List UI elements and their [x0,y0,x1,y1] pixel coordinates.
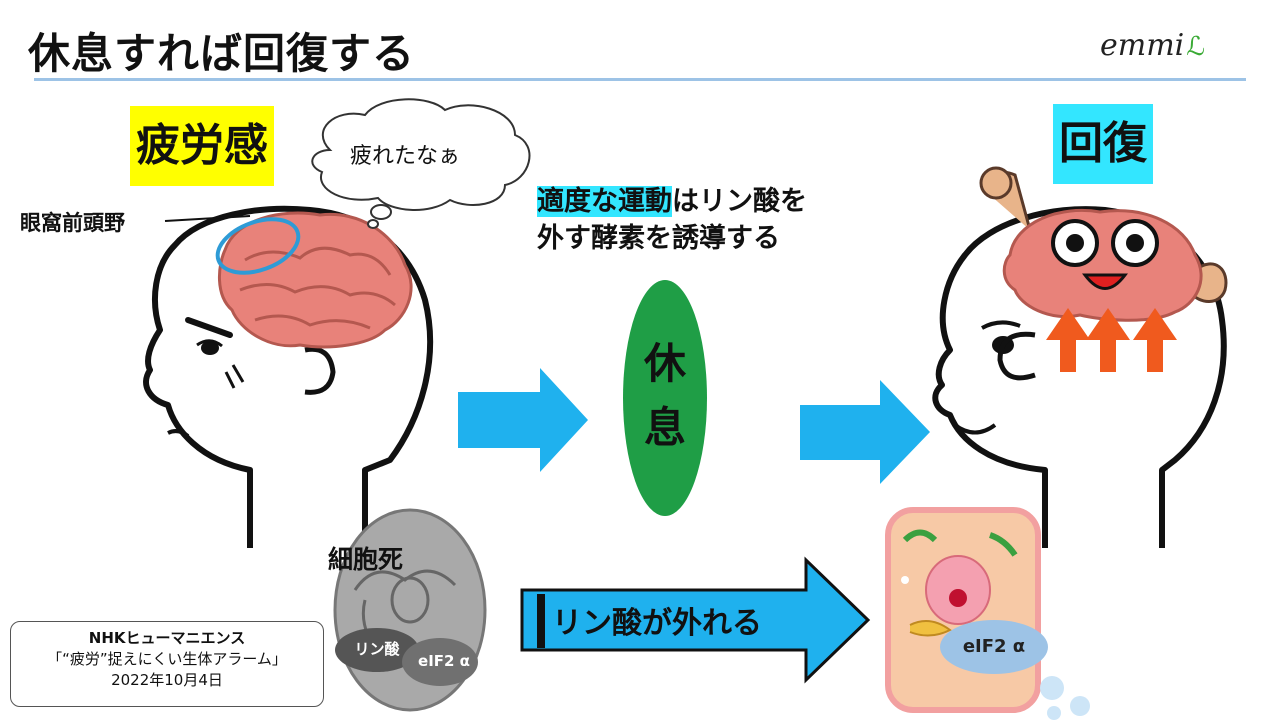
rest-label: 休息 [640,332,690,460]
explanation-line2: 外す酵素を誘導する [537,223,780,254]
left-head-silhouette-icon [143,205,434,548]
bubble-2 [1070,696,1090,716]
thought-text: 疲れたなぁ [350,144,461,169]
eif-left-label: eIF2 α [418,652,470,670]
fist-icon [979,166,1013,200]
rest-char-2: 息 [643,403,686,452]
reference-line-1: NHKヒューマニエンス [88,629,246,647]
thought-bubble-icon [311,98,531,229]
arrow-to-rest [458,368,588,472]
ofc-label: 眼窩前頭野 [20,211,125,235]
ofc-highlight-circle [215,217,301,275]
title-underline [34,78,1246,81]
reference-box: NHKヒューマニエンス 「“疲労”捉えにくい生体アラーム」 2022年10月4日 [10,621,324,707]
phosphate-pill: リン酸 [354,640,400,658]
healthy-cell-icon [885,507,1041,713]
eif-right-label: eIF2 α [940,620,1048,674]
emmi-logo: emmiℒ [1100,28,1205,63]
arrow-to-recovery [800,380,930,484]
logo-text: emmi [1100,28,1185,63]
explanation-highlight: 適度な運動 [537,186,672,217]
page-title: 休息すれば回復する [28,29,416,78]
reference-line-3: 2022年10月4日 [111,671,223,689]
explanation-text: 適度な運動はリン酸を外す酵素を誘導する [537,183,867,257]
arrow-tail-bar [537,594,545,648]
phosphate-release-arrow [520,556,871,684]
rest-char-1: 休 [643,339,686,388]
happy-brain-icon [979,166,1228,322]
bubble-1 [1040,676,1064,700]
rest-ellipse [623,280,707,516]
left-brain-icon [217,211,413,349]
recovery-label: 回復 [1053,104,1153,184]
dead-cell-icon [333,508,487,712]
fatigue-label: 疲労感 [130,106,274,186]
phosphate-release-label: リン酸が外れる [552,606,762,641]
reference-line-2: 「“疲労”捉えにくい生体アラーム」 [47,650,287,668]
logo-mark-icon: ℒ [1186,32,1205,62]
right-head-silhouette-icon [932,206,1227,548]
up-arrows [1046,308,1177,372]
cell-death-label: 細胞死 [328,545,404,574]
bubble-3 [1047,706,1061,720]
ofc-pointer-line [164,215,251,222]
explanation-rest: はリン酸を [672,186,807,217]
